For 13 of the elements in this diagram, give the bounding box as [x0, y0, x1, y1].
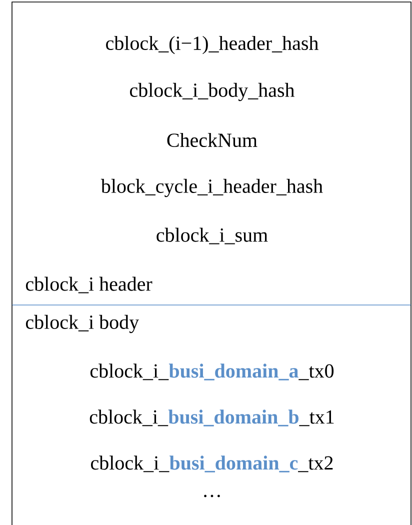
- field-text: …: [204, 494, 220, 498]
- field-text: cblock_i header: [26, 276, 152, 294]
- header-section: [12, 2, 412, 306]
- field-text: cblock_i_sum: [156, 228, 268, 244]
- field-text: cblock_i_busi_domain_c_tx2: [91, 456, 333, 472]
- field-text: cblock_i body: [26, 314, 139, 334]
- field-text: cblock_i_busi_domain_b_tx1: [90, 410, 334, 426]
- field-text: CheckNum: [167, 132, 258, 148]
- field-text: cblock_i_busi_domain_a_tx0: [90, 364, 334, 380]
- field-text: cblock_(i−1)_header_hash: [106, 36, 318, 54]
- field-text: block_cycle_i_header_hash: [100, 178, 323, 198]
- field-text: cblock_i_body_hash: [130, 82, 294, 102]
- body-section: [12, 304, 412, 525]
